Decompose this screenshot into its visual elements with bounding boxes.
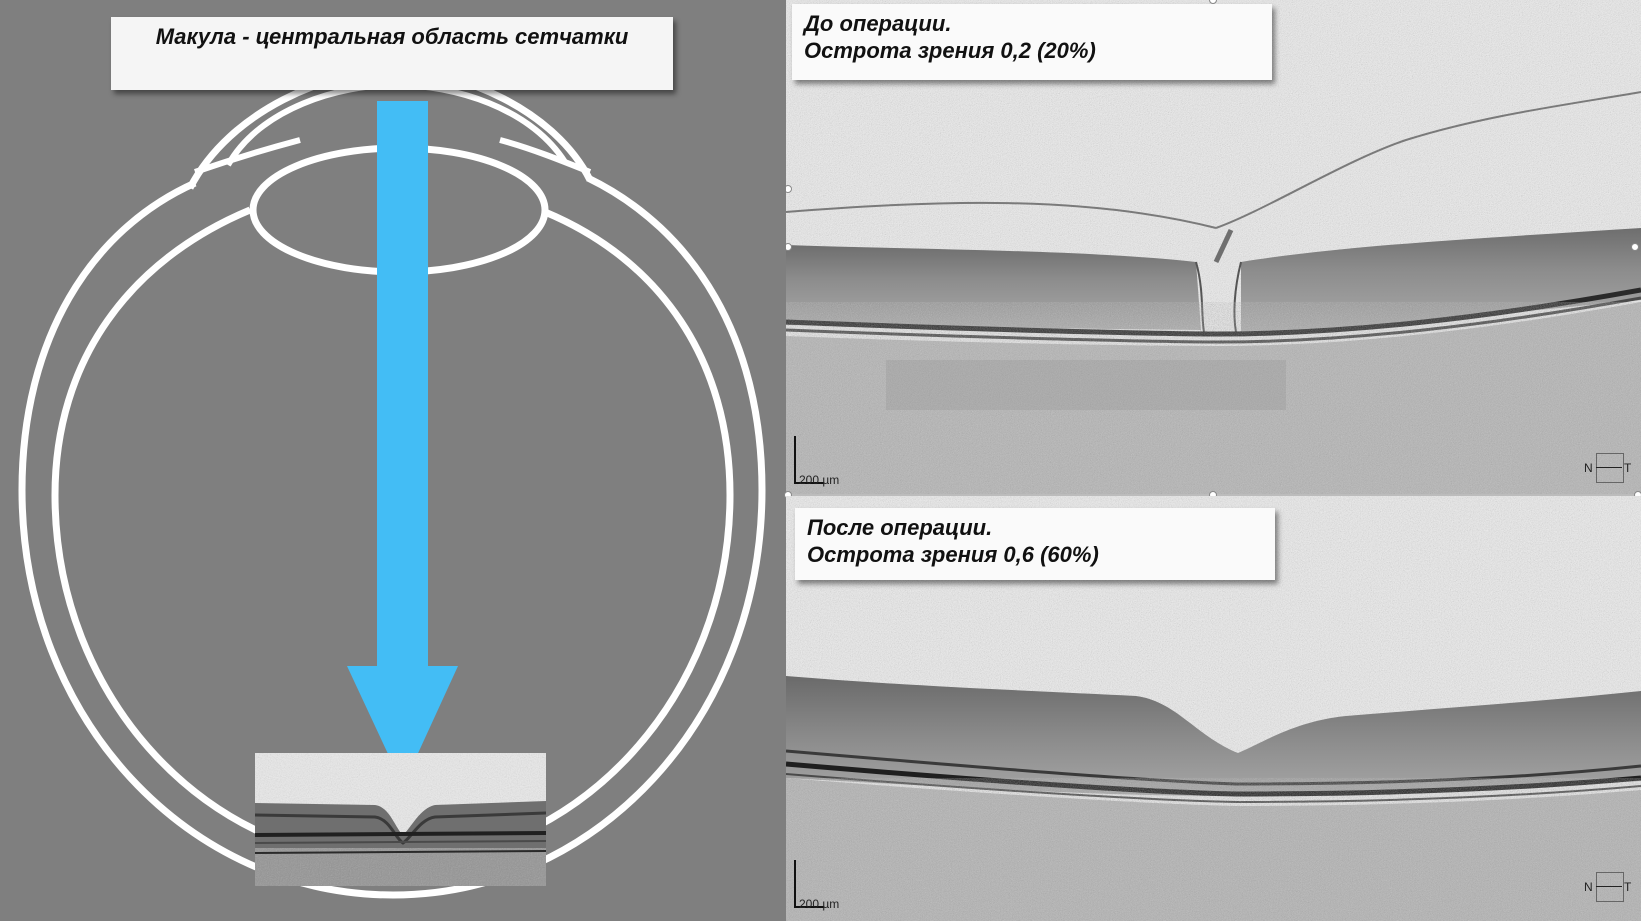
resize-handle[interactable] [786, 185, 792, 193]
arrow-shaft [377, 101, 428, 669]
iris-right [499, 137, 592, 175]
sclera-outer [18, 174, 766, 899]
eye-diagram-panel: Макула - центральная область сетчатки [0, 0, 786, 921]
before-acuity: Острота зрения 0,2 (20%) [804, 38, 1096, 63]
scale-text-before: 200 µm [799, 473, 840, 487]
macula-callout-label: Макула - центральная область сетчатки [111, 17, 673, 90]
eye-cross-section-diagram [18, 66, 766, 899]
oct-image-before [786, 0, 1641, 496]
after-title: После операции. [807, 515, 993, 540]
down-arrow-icon [347, 666, 458, 786]
oct-scan-before: До операции. Острота зрения 0,2 (20%) 20… [786, 0, 1641, 496]
iris-left [194, 137, 301, 175]
scale-text-after: 200 µm [799, 897, 840, 911]
orient-t-after: T [1624, 880, 1632, 894]
before-title: До операции. [804, 11, 952, 36]
macula-oct-inset [255, 753, 546, 886]
orient-n-before: N [1584, 461, 1593, 475]
resize-handle[interactable] [1631, 243, 1639, 251]
resize-handle[interactable] [786, 243, 792, 251]
orient-n-after: N [1584, 880, 1593, 894]
after-surgery-label: После операции. Острота зрения 0,6 (60%) [795, 508, 1275, 580]
after-acuity: Острота зрения 0,6 (60%) [807, 542, 1099, 567]
before-surgery-label: До операции. Острота зрения 0,2 (20%) [792, 4, 1272, 80]
orient-t-before: T [1624, 461, 1632, 475]
oct-scan-after: После операции. Острота зрения 0,6 (60%)… [786, 496, 1641, 921]
